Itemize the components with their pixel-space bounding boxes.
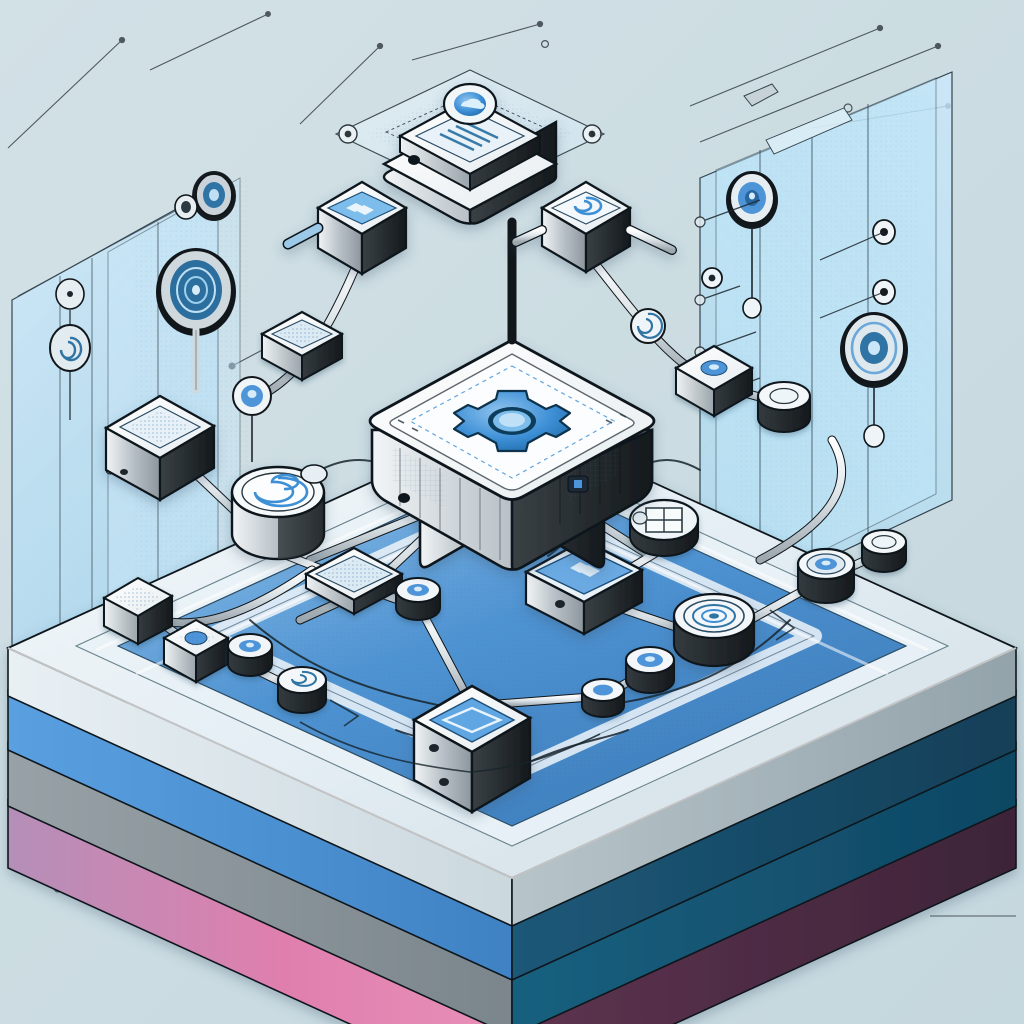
central-hub[interactable] bbox=[368, 338, 656, 572]
node-relay-chip[interactable] bbox=[259, 310, 345, 382]
node-port-puck[interactable] bbox=[395, 577, 441, 621]
node-mesh-chip[interactable] bbox=[303, 546, 405, 616]
gear-icon bbox=[452, 389, 572, 453]
node-spiral-puck[interactable] bbox=[277, 666, 327, 714]
node-floating-server[interactable] bbox=[381, 82, 559, 225]
node-junction[interactable] bbox=[232, 376, 272, 462]
node-endpoint-bottom[interactable] bbox=[581, 678, 625, 718]
node-memory-block[interactable] bbox=[103, 394, 217, 502]
node-inline-junction[interactable] bbox=[701, 267, 723, 289]
panel-right bbox=[699, 71, 953, 619]
node-mesh-cube[interactable] bbox=[101, 576, 175, 646]
node-left-panel-port[interactable] bbox=[55, 278, 85, 334]
node-storage-stack[interactable] bbox=[628, 498, 700, 557]
node-edge-chip-b[interactable] bbox=[511, 180, 677, 274]
node-left-panel-lens[interactable] bbox=[156, 248, 236, 394]
deck-surface-traces bbox=[299, 609, 796, 773]
node-access-disc[interactable] bbox=[672, 592, 756, 668]
node-endpoint-bottom-2[interactable] bbox=[625, 646, 675, 694]
node-right-chip[interactable] bbox=[673, 344, 755, 418]
node-endpoint-right-small[interactable] bbox=[861, 529, 907, 573]
node-right-edge-puck[interactable] bbox=[757, 381, 811, 433]
node-edge-chip-a[interactable] bbox=[282, 180, 409, 276]
node-gateway-chip[interactable] bbox=[523, 538, 645, 636]
node-inline-ring[interactable] bbox=[630, 308, 666, 344]
node-micro-chip[interactable] bbox=[161, 618, 231, 684]
node-left-panel-disc-small[interactable] bbox=[174, 171, 236, 221]
platform-layer-white bbox=[7, 646, 1017, 928]
node-data-cube[interactable] bbox=[411, 684, 533, 815]
cloud-icon bbox=[442, 82, 498, 126]
node-left-panel-spiral[interactable] bbox=[49, 324, 91, 420]
node-endpoint-right[interactable] bbox=[796, 547, 856, 604]
node-right-panel-lens[interactable] bbox=[840, 312, 908, 448]
node-controller-disc[interactable] bbox=[230, 464, 328, 561]
node-micro-puck[interactable] bbox=[227, 633, 273, 677]
